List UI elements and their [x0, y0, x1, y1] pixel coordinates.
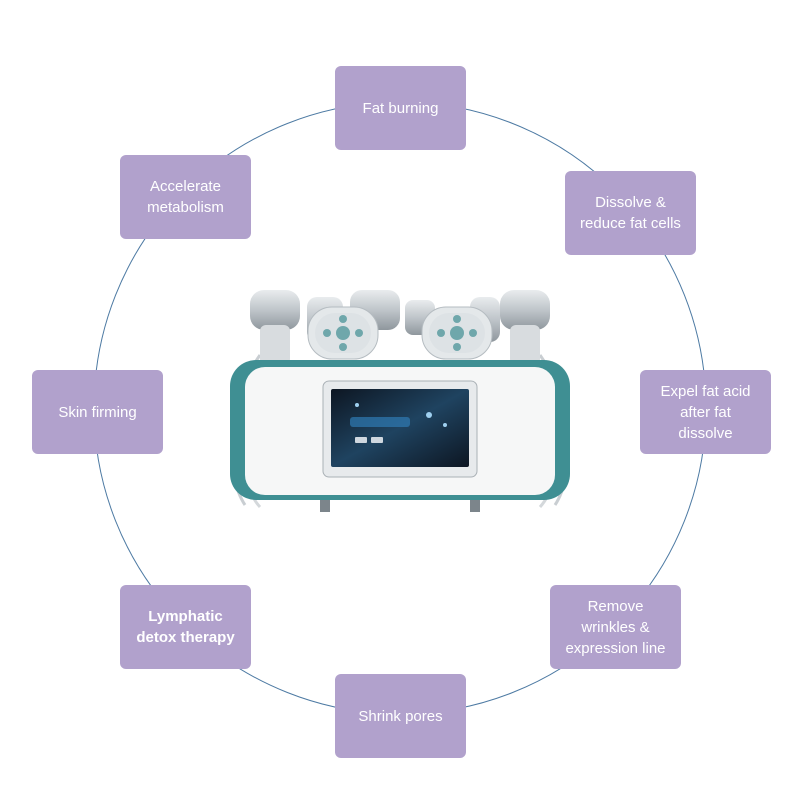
benefit-lymphatic-detox: Lymphatic detox therapy [120, 585, 251, 669]
benefit-remove-wrinkles: Remove wrinkles & expression line [550, 585, 681, 669]
benefit-accelerate-metabolism: Accelerate metabolism [120, 155, 251, 239]
benefit-fat-burning: Fat burning [335, 66, 466, 150]
slimming-machine-image [230, 290, 570, 512]
benefit-expel-fat-acid: Expel fat acid after fat dissolve [640, 370, 771, 454]
benefit-skin-firming: Skin firming [32, 370, 163, 454]
benefit-shrink-pores: Shrink pores [335, 674, 466, 758]
benefit-dissolve-reduce-fat-cells: Dissolve & reduce fat cells [565, 171, 696, 255]
